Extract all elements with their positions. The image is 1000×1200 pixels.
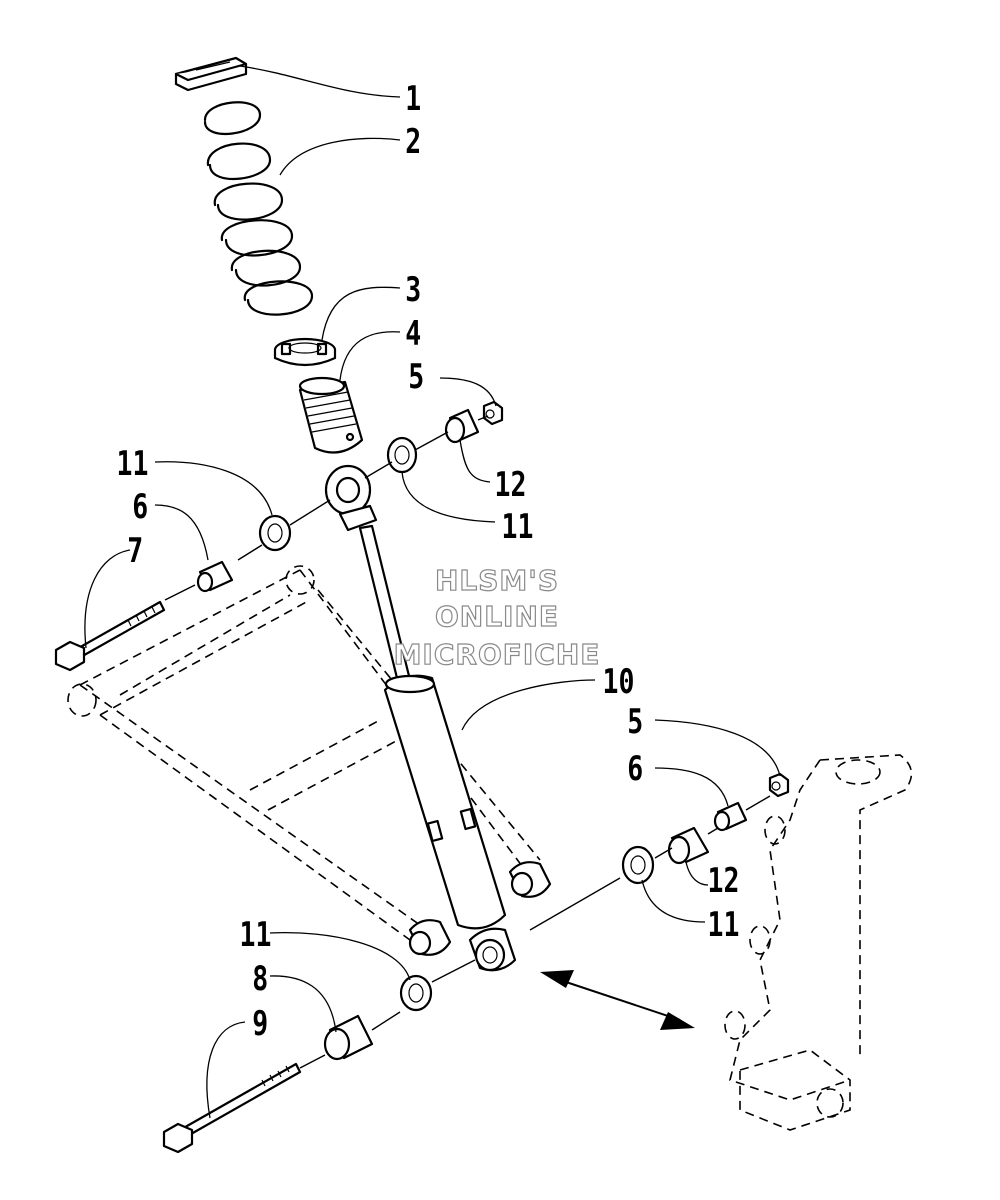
callout-10: 10 <box>603 663 635 702</box>
callout-6a: 6 <box>132 488 148 527</box>
callout-11b: 11 <box>502 508 534 547</box>
shock-absorber <box>324 464 517 972</box>
spring-retainer-cap <box>174 56 248 92</box>
upper-sleeve-6 <box>196 560 234 593</box>
lower-spacer-12 <box>667 826 710 865</box>
upper-axis-line <box>164 415 489 601</box>
callout-5a: 5 <box>408 358 424 397</box>
lower-spacer-8 <box>323 1014 374 1061</box>
watermark-line-3: MICROFICHE <box>394 638 601 671</box>
lower-sleeve-6 <box>713 801 748 832</box>
lower-nut-5 <box>768 772 790 798</box>
lower-bushing-11-left <box>399 974 433 1012</box>
watermark-line-1: HLSM'S <box>435 564 559 597</box>
upper-bolt-7 <box>54 600 166 672</box>
upper-bushing-11-right <box>386 436 418 474</box>
coil-spring <box>203 101 314 316</box>
movement-arrow <box>540 970 695 1030</box>
callout-11d: 11 <box>240 916 272 955</box>
upper-bushing-11-left <box>258 514 292 552</box>
threaded-collar <box>298 376 364 454</box>
callout-numbers: 1 2 3 4 5 12 11 11 6 7 10 5 6 12 11 11 8… <box>117 80 740 1044</box>
callout-7: 7 <box>127 532 143 571</box>
callout-9: 9 <box>252 1005 268 1044</box>
upper-spacer-12 <box>444 408 480 444</box>
callout-1: 1 <box>405 80 421 119</box>
callout-6b: 6 <box>627 750 643 789</box>
knuckle-ghost <box>724 754 913 1131</box>
callout-11c: 11 <box>708 906 740 945</box>
lower-bolt-9 <box>162 1062 302 1154</box>
callout-2: 2 <box>405 123 421 162</box>
lower-axis-line <box>299 795 771 1069</box>
watermark: HLSM'S ONLINE MICROFICHE <box>393 563 601 671</box>
callout-12a: 12 <box>495 466 527 505</box>
callout-11a: 11 <box>117 445 149 484</box>
callout-4: 4 <box>405 315 421 354</box>
callout-5b: 5 <box>627 703 643 742</box>
lower-bushing-11-right <box>621 845 655 885</box>
callout-3: 3 <box>405 271 421 310</box>
callout-8: 8 <box>252 960 268 999</box>
callout-12b: 12 <box>708 862 740 901</box>
watermark-line-2: ONLINE <box>435 600 559 633</box>
spring-adjuster-nut <box>273 337 337 367</box>
leader-lines <box>84 65 781 1119</box>
upper-nut-5 <box>482 400 504 426</box>
